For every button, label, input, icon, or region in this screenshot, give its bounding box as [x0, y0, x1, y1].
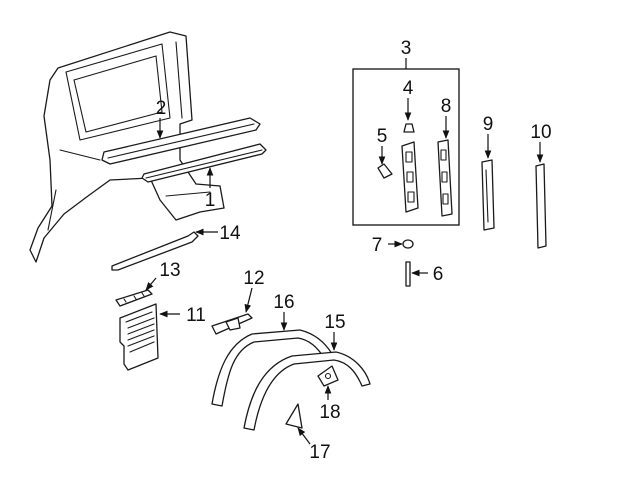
callout-15: 15 [324, 312, 345, 333]
part-13-bracket [115, 289, 153, 307]
part-12-bracket [211, 313, 253, 335]
callout-3: 3 [401, 38, 412, 59]
leader-lines [145, 58, 544, 445]
callout-17: 17 [309, 442, 330, 463]
part-7-disc [402, 239, 414, 249]
part-6-pin [405, 261, 411, 287]
callout-8: 8 [441, 96, 452, 117]
callout-5: 5 [377, 126, 388, 147]
callout-labels: 2 1 3 4 5 8 9 10 7 6 14 13 11 12 16 15 1… [156, 38, 552, 463]
part-14-rod [111, 231, 199, 271]
part-5-clip [377, 163, 393, 179]
part-11-mud-flap [119, 303, 159, 371]
callout-10: 10 [530, 122, 551, 143]
part-4-cap [403, 123, 415, 133]
callout-1: 1 [205, 190, 216, 211]
part-1-molding-lower [141, 143, 267, 183]
part-9-strip [481, 159, 495, 231]
callout-4: 4 [403, 78, 414, 99]
callout-16: 16 [273, 292, 294, 313]
callout-9: 9 [483, 114, 494, 135]
part-18-clip [317, 365, 339, 387]
callout-11: 11 [186, 305, 206, 326]
callout-2: 2 [156, 98, 167, 119]
callout-7: 7 [372, 235, 383, 256]
part-3-bracket-left [401, 141, 419, 213]
callout-18: 18 [319, 402, 340, 423]
part-8-bracket [437, 139, 453, 217]
callout-6: 6 [433, 264, 444, 285]
part-17-piece [285, 403, 303, 429]
part-2-molding-upper [101, 117, 261, 165]
callout-12: 12 [243, 268, 264, 289]
part-10-strip [535, 163, 547, 249]
callout-13: 13 [159, 260, 180, 281]
part-15-wheel-flare [243, 351, 371, 431]
callout-14: 14 [219, 223, 241, 244]
